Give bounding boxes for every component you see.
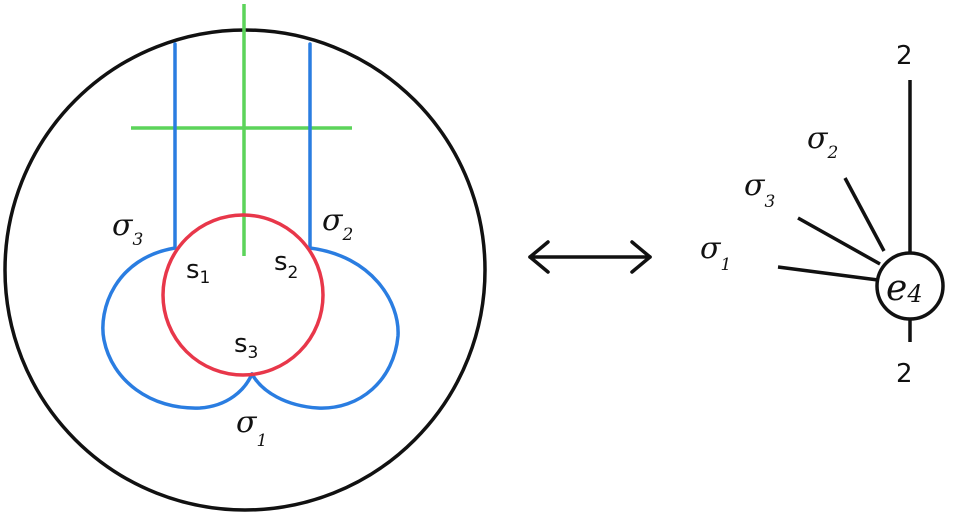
vertex-node [875, 251, 945, 321]
blue-curve-right-loop [250, 42, 400, 410]
label-top-2: 2 [896, 41, 913, 71]
label-sigma3-right: σ3 [744, 168, 775, 212]
label-sigma3-left: σ3 [112, 208, 143, 250]
right-figure: e4 2 2 σ2 σ3 σ1 [700, 41, 945, 389]
label-s1: s1 [186, 255, 210, 288]
blue-curve-left-loop [101, 42, 254, 410]
label-s3: s3 [234, 329, 258, 363]
edge-sigma3 [797, 216, 881, 266]
label-bottom-2: 2 [896, 359, 913, 389]
label-sigma2-right: σ2 [807, 121, 838, 163]
label-sigma1-left: σ1 [236, 405, 267, 451]
left-figure: σ3 σ2 σ1 s1 s2 s3 [3, 4, 487, 512]
label-sigma1-right: σ1 [700, 231, 731, 275]
double-headed-arrow-icon [528, 240, 652, 274]
label-sigma2-left: σ2 [322, 203, 353, 245]
edge-sigma1 [777, 265, 879, 282]
vertex-label: e4 [886, 268, 923, 309]
red-circle [161, 213, 325, 377]
edge-sigma2 [843, 177, 886, 252]
label-s2: s2 [274, 247, 298, 283]
